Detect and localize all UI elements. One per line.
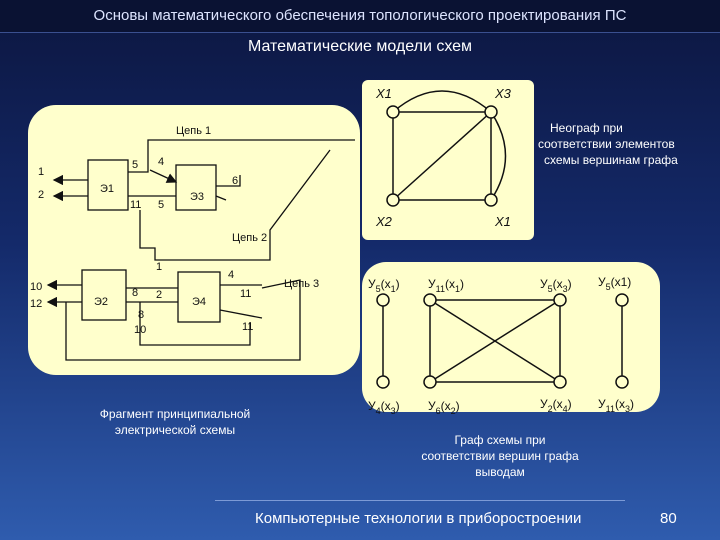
circuit-wires	[46, 139, 355, 361]
graph2-edges	[382, 299, 623, 383]
svg-text:выводам: выводам	[475, 465, 525, 479]
net-label: Цепь 2	[232, 232, 267, 244]
element-label: Э2	[94, 296, 108, 308]
net-label: Цепь 1	[176, 125, 211, 137]
graph2-vertices	[376, 293, 629, 389]
pin-label: 6	[232, 175, 238, 187]
circuit-caption: Фрагмент принципиальной электрической сх…	[100, 407, 250, 437]
net-label: Цепь 3	[284, 278, 319, 290]
slide-subtitle: Математические модели схем	[247, 38, 473, 55]
pin-label: 5	[158, 199, 164, 211]
pin-label: 2	[156, 289, 162, 301]
element-label: Э3	[190, 191, 204, 203]
vertex-label: У5(x1)	[598, 275, 631, 292]
graph2-caption: Граф схемы при соответствии вершин графа…	[421, 433, 579, 479]
pin-label: 2	[38, 189, 44, 201]
svg-text:соответствии элементов: соответствии элементов	[538, 137, 675, 151]
svg-text:схемы вершинам графа: схемы вершинам графа	[544, 153, 678, 167]
pin-label: 4	[158, 156, 164, 168]
element-e2-box	[81, 269, 127, 321]
graph1-vertices	[386, 105, 498, 207]
pin-label: 10	[30, 281, 42, 293]
slide-footer: Компьютерные технологии в приборостроени…	[255, 510, 582, 527]
svg-text:Фрагмент принципиальной: Фрагмент принципиальной	[100, 407, 250, 421]
element-e3-box	[175, 164, 217, 211]
element-e1-box	[87, 159, 129, 211]
pin-label: 11	[130, 199, 141, 211]
svg-text:электрической схемы: электрической схемы	[115, 423, 235, 437]
pin-label: 10	[134, 324, 146, 336]
vertex-label: У5(x1)	[368, 277, 400, 294]
pin-label: 1	[156, 261, 162, 273]
graph1-edges	[392, 90, 507, 201]
vertex-label: У2(x4)	[540, 397, 572, 414]
pin-label: 11	[242, 321, 253, 333]
pin-label: 4	[228, 269, 234, 281]
svg-text:Граф схемы при: Граф схемы при	[454, 433, 545, 447]
vertex-label: У5(x3)	[540, 277, 572, 294]
vertex-label: У4(x3)	[368, 399, 400, 416]
pin-label: 11	[240, 288, 251, 300]
graph2-labels: У5(x1) У11(x1) У5(x3) У5(x1) У4(x3) У6(x…	[368, 275, 634, 416]
pin-label: 8	[132, 287, 138, 299]
vertex-label: X1	[494, 214, 511, 229]
svg-text:Неограф при: Неограф при	[550, 121, 623, 135]
vertex-label: X1	[375, 86, 392, 101]
svg-text:соответствии вершин графа: соответствии вершин графа	[421, 449, 579, 463]
pin-label: 5	[132, 159, 138, 171]
pin-label: 1	[38, 166, 44, 178]
circuit-panel	[28, 105, 360, 375]
vertex-label: X2	[375, 214, 393, 229]
vertex-label: У11(x3)	[598, 397, 634, 414]
element-e4-box	[177, 271, 221, 323]
vertex-label: У6(x2)	[428, 399, 460, 416]
element-label: Э4	[192, 296, 206, 308]
slide-header: Основы математического обеспечения топол…	[0, 0, 720, 33]
pin-label: 12	[30, 298, 42, 310]
page-number: 80	[660, 510, 677, 527]
element-label: Э1	[100, 183, 114, 195]
vertex-label: X3	[494, 86, 512, 101]
circuit-labels: Цепь 1 Цепь 2 Цепь 3 Э1 Э2 Э3 Э4 1 2 5 4…	[30, 125, 319, 336]
graph2-panel	[362, 262, 660, 412]
footer-divider	[215, 500, 625, 501]
graph1-caption: Неограф при соответствии элементов схемы…	[538, 121, 678, 167]
pin-label: 8	[138, 309, 144, 321]
graph1-labels: X1 X3 X2 X1	[375, 86, 512, 229]
vertex-label: У11(x1)	[428, 277, 464, 294]
